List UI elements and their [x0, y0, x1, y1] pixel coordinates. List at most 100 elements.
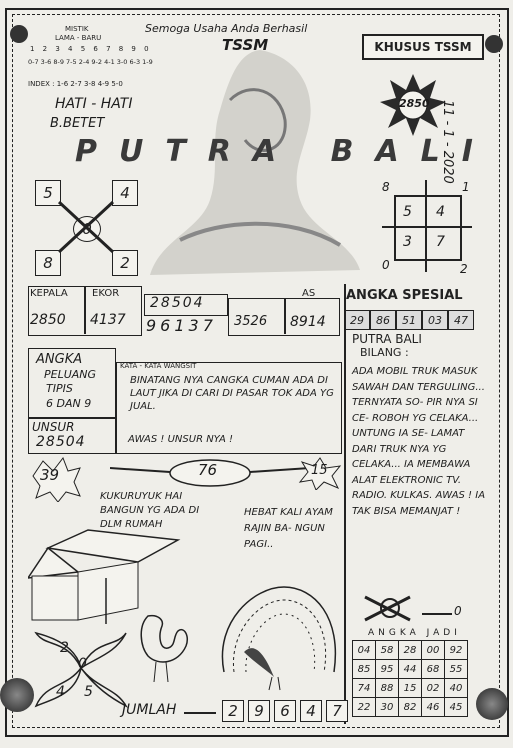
angka-jadi-cell: 85 [352, 659, 376, 679]
angka-jadi-cell: 22 [352, 697, 376, 717]
outer-border [5, 8, 509, 737]
cross-right-corner-tl: 8 [382, 180, 390, 194]
cross-right-corner-br: 2 [460, 262, 468, 276]
peluang-box [28, 348, 116, 418]
wangsit-text: BINATANG NYA CANGKA CUMAN ADA DI LAUT JI… [130, 375, 334, 412]
angka-jadi-cell: 92 [444, 640, 468, 660]
cross-left-lines [57, 200, 115, 254]
cross-left-tl: 5 [35, 180, 61, 206]
flower-digit-mid: 0 [78, 656, 87, 672]
peluang-line-3: TIPIS [46, 382, 73, 395]
unsur-label: UNSUR [32, 420, 75, 434]
angka-jadi-cell: 46 [421, 697, 445, 717]
right-arrow-line [422, 613, 452, 615]
cross-left-br: 2 [112, 250, 138, 276]
hebat-text: HEBAT KALI AYAM RAJIN BA- NGUN PAGI.. [244, 507, 333, 550]
peluang-line-4: 6 DAN 9 [46, 397, 92, 410]
bali-divider [344, 284, 346, 724]
jumlah-digit: 2 [222, 700, 244, 722]
jumlah-digit: 9 [248, 700, 270, 722]
bali-title: PUTRA BALI [352, 332, 422, 346]
as-label: AS [302, 288, 316, 299]
unsur-value: 28504 [36, 434, 86, 450]
lama-baru-label: LAMA - BARU [55, 34, 102, 42]
cross-left-bl: 8 [35, 250, 61, 276]
index-number-row: 1 2 3 4 5 6 7 8 9 0 [30, 45, 152, 53]
star-burst-icon [380, 74, 446, 136]
cross-right-corner-tr: 1 [462, 180, 470, 194]
cross-right-grid [394, 195, 462, 261]
mistik-pairs: 0-7 3-6 8-9 7-5 2-4 9-2 4-1 3-0 6-3 1-9 [28, 58, 153, 66]
cross-right-g3: 3 [403, 234, 412, 250]
flower-digit-br: 5 [84, 684, 93, 700]
corner-ornament-bl [0, 678, 34, 712]
mistik-label: MISTIK [65, 25, 89, 33]
angka-jadi-cell: 55 [444, 659, 468, 679]
bubble-left-shape [32, 456, 81, 502]
peluang-line-2: PELUANG [44, 368, 97, 381]
flower-illustration [34, 631, 128, 708]
angka-jadi-cell: 82 [398, 697, 422, 717]
main-title: PUTRA BALI [75, 134, 495, 169]
angka-jadi-cell: 58 [375, 640, 399, 660]
jumlah-digits: 2 9 6 4 7 [222, 700, 348, 722]
angka-jadi-title: ANGKA JADI [368, 628, 461, 638]
angka-jadi-cell: 04 [352, 640, 376, 660]
cross-right-g2: 4 [436, 204, 445, 220]
spesial-title: ANGKA SPESIAL [346, 288, 463, 303]
bubble-left-number: 39 [40, 466, 60, 484]
spesial-values: 29 86 51 03 47 [344, 310, 474, 330]
peacock-icon [221, 586, 337, 691]
value-8914: 8914 [290, 314, 326, 330]
warning-line-2: B.BETET [50, 116, 105, 131]
cross-left-tr: 4 [112, 180, 138, 206]
angka-jadi-cell: 15 [398, 678, 422, 698]
angka-jadi-cell: 00 [421, 640, 445, 660]
bubble-mid-number: 76 [198, 461, 218, 479]
star-number: 2850 [399, 97, 430, 110]
flower-digit-top: 2 [60, 640, 69, 656]
crossed-tools-icon [364, 595, 411, 622]
wangsit-box [116, 362, 342, 454]
spesial-value: 86 [370, 310, 396, 330]
angka-jadi-cell: 44 [398, 659, 422, 679]
angka-jadi-cell: 88 [375, 678, 399, 698]
peluang-title: ANGKA [36, 352, 83, 367]
jumlah-arrow [184, 712, 216, 714]
kepala-divider [84, 286, 86, 334]
unsur-box [28, 418, 116, 454]
spesial-value: 51 [396, 310, 422, 330]
spesial-value: 29 [344, 310, 370, 330]
bali-subtitle: BILANG : [360, 346, 409, 359]
angka-jadi-cell: 02 [421, 678, 445, 698]
warning-line-1: HATI - HATI [55, 96, 133, 112]
inner-border [12, 14, 500, 728]
khusus-badge: KHUSUS TSSM [362, 34, 484, 60]
jumlah-digit: 6 [274, 700, 296, 722]
value-2850: 2850 [30, 312, 66, 328]
kukuruyuk-text: KUKURUYUK HAI BANGUN YG ADA DI DLM RUMAH [100, 491, 200, 530]
kepala-label: KEPALA [30, 288, 68, 299]
bubble-right-number: 15 [311, 463, 328, 478]
angka-jadi-cell: 74 [352, 678, 376, 698]
spesial-value: 47 [448, 310, 474, 330]
rooster-icon [140, 614, 189, 683]
value-96137: 96137 [146, 316, 217, 335]
center-top-number: 28504 [150, 295, 205, 311]
corner-ornament-tr [485, 35, 503, 53]
angka-jadi-cell: 30 [375, 697, 399, 717]
jumlah-digit: 7 [326, 700, 348, 722]
cross-right-corner-bl: 0 [382, 258, 390, 272]
wangsit-footer: AWAS ! UNSUR NYA ! [128, 434, 234, 445]
spesial-value: 03 [422, 310, 448, 330]
angka-jadi-cell: 28 [398, 640, 422, 660]
brand-label: TSSM [222, 36, 269, 54]
jumlah-digit: 4 [300, 700, 322, 722]
cross-right-hline [382, 226, 472, 228]
